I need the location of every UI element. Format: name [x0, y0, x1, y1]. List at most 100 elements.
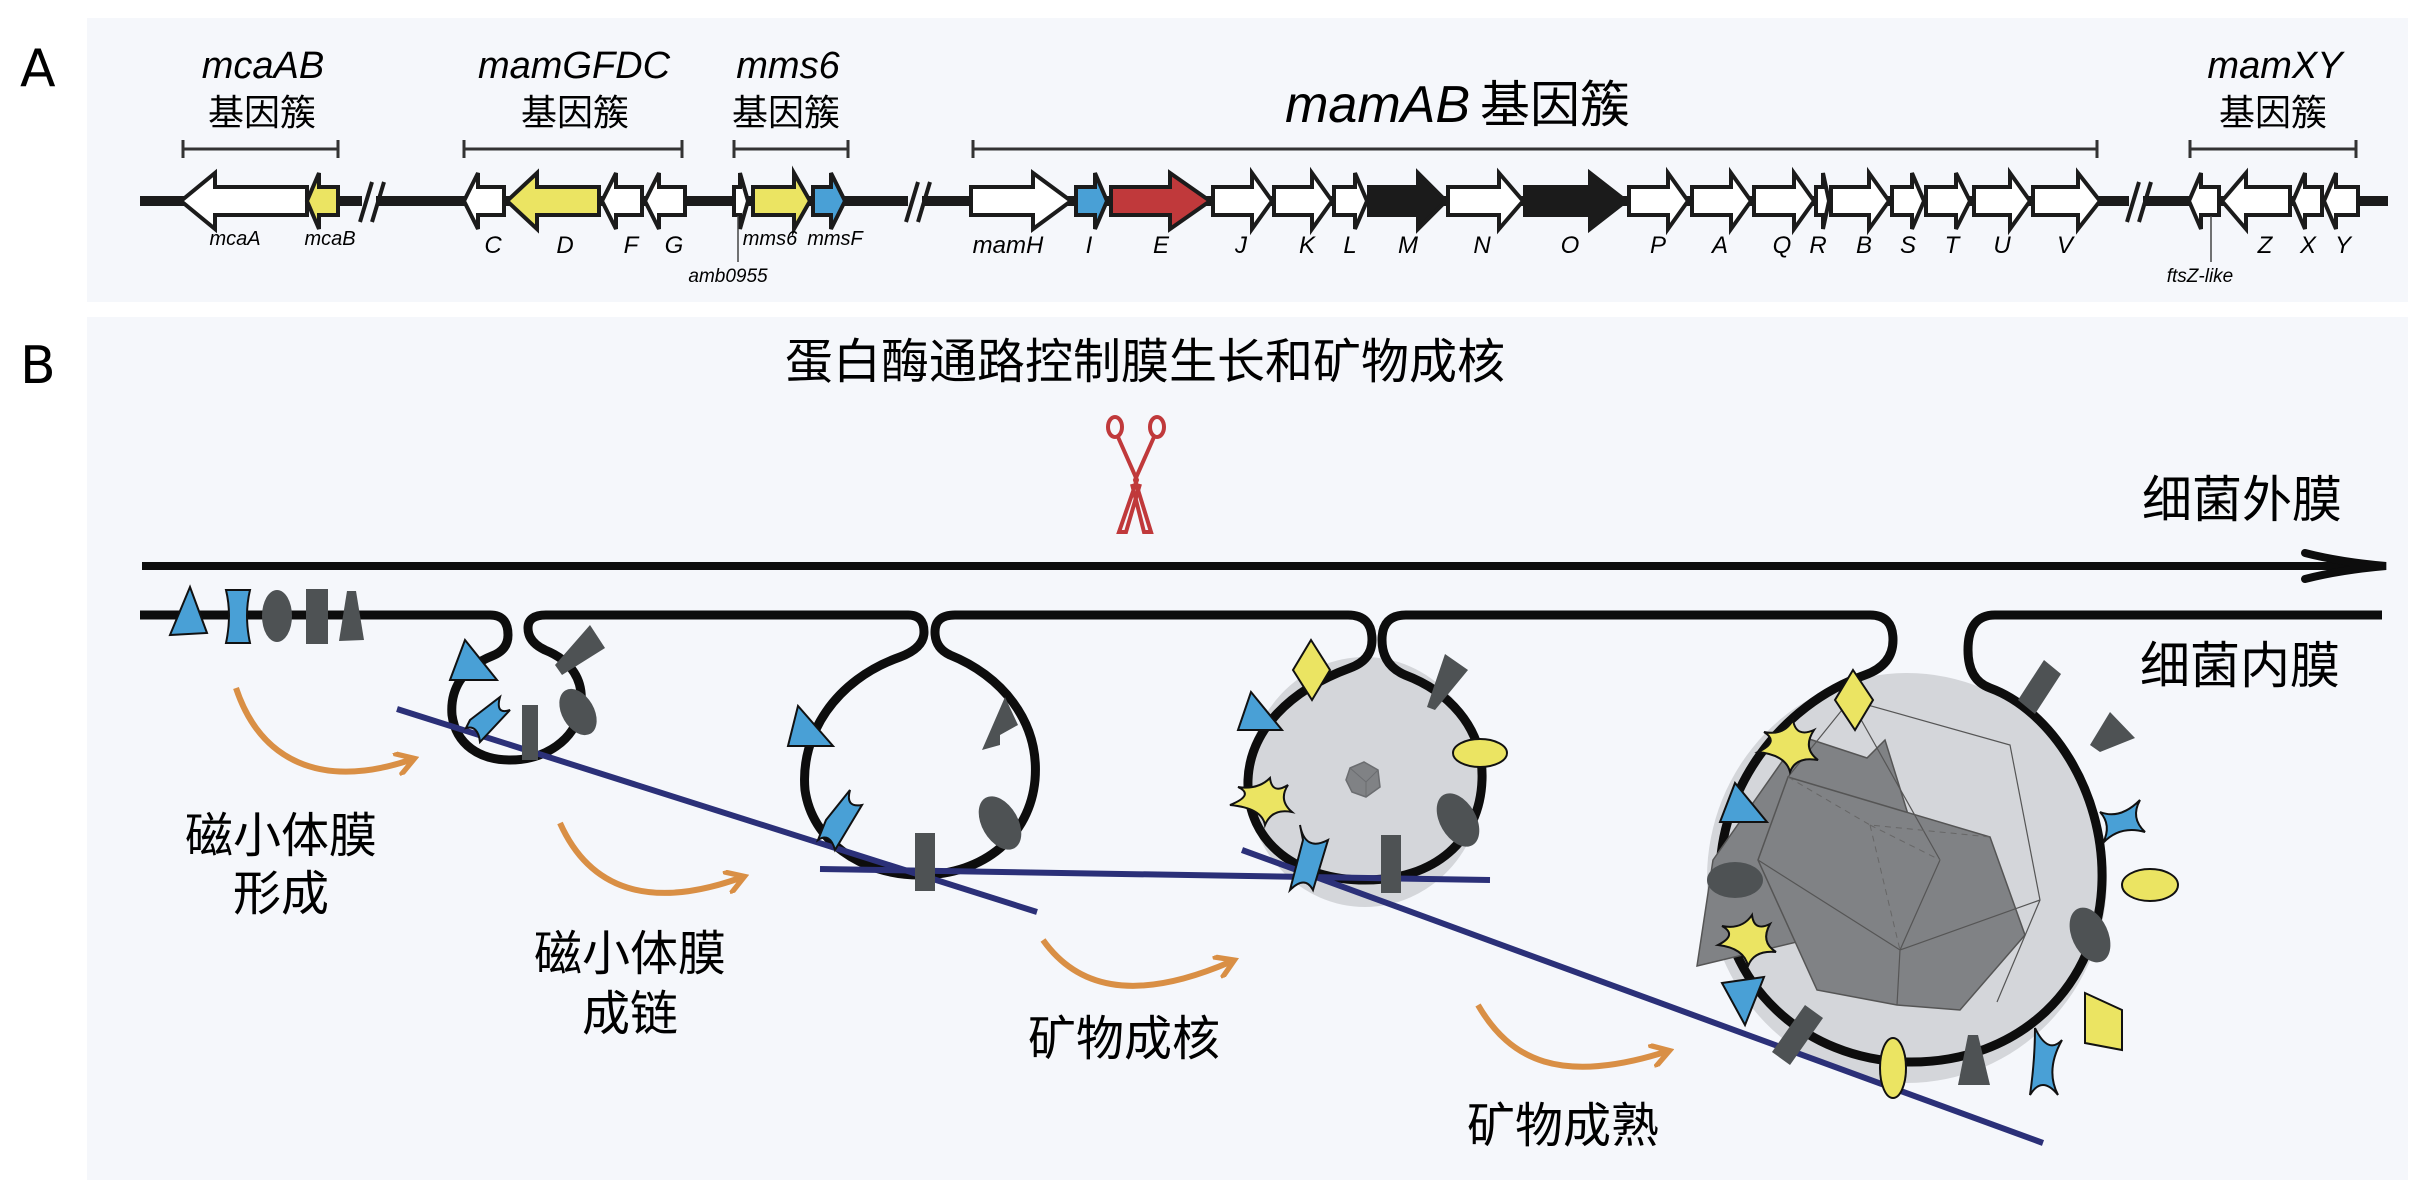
gene-label: G [665, 232, 684, 259]
gene-arrow-r [1814, 172, 1832, 230]
process-arrow [1475, 1003, 1665, 1070]
filament [1240, 847, 2045, 1146]
gene-label: P [1650, 232, 1666, 259]
gene-label: B [1856, 232, 1872, 259]
gene-label: V [2057, 232, 2075, 259]
gene-label: mms6 [743, 228, 798, 250]
cluster-mamab: mamAB 基因簇 [1285, 76, 1630, 134]
process-arrow [1040, 938, 1230, 989]
break-mark [370, 181, 386, 223]
blue-hourglass-protein [1288, 824, 1330, 894]
cluster-name: mms6 [736, 45, 840, 87]
cluster-cn-label: 基因簇 [1480, 76, 1630, 134]
gene-arrow-y [2321, 172, 2360, 230]
gene-label: ftsZ-like [2167, 266, 2234, 287]
gray-ellipse-protein [559, 688, 597, 736]
gray-ellipse-protein [262, 590, 292, 642]
blue-triangle-protein [1236, 689, 1285, 731]
step-3-label: 矿物成核 [1028, 1011, 1220, 1067]
gray-rect-protein [1381, 835, 1401, 893]
blue-triangle-protein [1718, 781, 1770, 823]
yellow-ellipse-protein [1452, 738, 1508, 768]
gene-label: amb0955 [688, 266, 768, 287]
panel-a-label: A [20, 39, 56, 99]
yellow-star-protein [1754, 717, 1819, 776]
bracket-mamab [971, 140, 2099, 158]
scissors-icon [1106, 415, 1166, 534]
gene-arrow-mcab [304, 172, 340, 230]
gene-label: K [1299, 232, 1316, 259]
cluster-cn-label: 基因簇 [208, 93, 316, 134]
gray-ellipse-protein [978, 796, 1022, 850]
gray-rect-protein [2018, 660, 2061, 714]
gene-arrow-c [461, 172, 506, 230]
gray-ellipse-protein [1436, 793, 1480, 847]
gray-rect-protein [915, 833, 935, 891]
gene-label: S [1900, 232, 1916, 259]
gray-trapezoid-protein [555, 625, 605, 675]
gene-arrow-k [1272, 166, 1335, 236]
gene-arrow-x [2290, 172, 2324, 230]
break-mark [916, 181, 932, 223]
gene-arrow-p [1627, 166, 1691, 236]
panel-b-title: 蛋白酶通路控制膜生长和矿物成核 [785, 334, 1505, 390]
bracket-mcaab [181, 140, 340, 158]
blue-hourglass-protein [2099, 799, 2146, 844]
yellow-ellipse-protein [2121, 868, 2179, 902]
process-arrow [233, 687, 410, 772]
gray-ellipse-protein [2069, 907, 2111, 963]
yellow-diamond-protein [1291, 638, 1332, 702]
gray-rect-protein [306, 589, 328, 644]
gray-rect-protein [1772, 1005, 1823, 1065]
cluster-name: mcaAB [202, 45, 324, 87]
gene-label: Q [1773, 232, 1792, 259]
gray-ellipse-protein [1707, 862, 1763, 898]
break-mark [358, 181, 374, 223]
bracket-mamgfdc [462, 140, 684, 158]
membrane-proteins [168, 584, 2179, 1099]
step-2-label-line2: 成链 [582, 986, 678, 1042]
gene-arrow-v [2031, 167, 2103, 235]
cluster-labels: mcaAB 基因簇 mamGFDC 基因簇 mms6 基因簇 mamAB 基因簇… [202, 45, 2345, 134]
process-arrows [233, 687, 1665, 1070]
blue-hourglass-protein [224, 589, 252, 644]
gene-arrow-d [504, 168, 601, 234]
gene-label: E [1153, 232, 1170, 259]
gene-label: R [1809, 232, 1826, 259]
gene-arrow-z [2219, 167, 2292, 235]
gene-arrow-u [1972, 166, 2033, 236]
break-mark [904, 181, 920, 223]
mature-crystal [1696, 699, 2041, 1011]
gene-label: U [1993, 232, 2011, 259]
gene-arrow-l [1332, 172, 1370, 230]
cluster-brackets [181, 140, 2358, 158]
gene-label: F [624, 232, 640, 259]
gene-label: mamH [973, 232, 1044, 259]
gene-label: Z [2257, 232, 2274, 259]
gene-label: I [1086, 232, 1093, 259]
cluster-mcaab: mcaAB 基因簇 [202, 45, 324, 134]
cluster-mamxy: mamXY 基因簇 [2207, 45, 2345, 134]
step-1-label-line1: 磁小体膜 [185, 808, 377, 864]
blue-triangle-protein [168, 584, 209, 637]
bracket-mms6 [732, 140, 850, 158]
break-mark [2137, 181, 2153, 223]
yellow-star-protein [1229, 775, 1296, 829]
gene-arrow-g [642, 172, 687, 230]
break-mark [2125, 181, 2141, 223]
gene-label: D [556, 232, 573, 259]
blue-triangle-protein [448, 638, 500, 681]
cluster-name: mamGFDC [478, 45, 671, 87]
blue-hourglass-protein [815, 789, 864, 853]
gene-arrow-i [1074, 172, 1110, 230]
outer-membrane-arrowhead [2301, 549, 2387, 583]
gene-label: Y [2335, 232, 2353, 259]
gray-trapezoid-protein [982, 697, 1018, 750]
panel-a-background [87, 18, 2408, 302]
yellow-diamond-protein [1833, 668, 1875, 732]
step-4-label: 矿物成熟 [1467, 1098, 1659, 1154]
gene-label: mcaB [304, 228, 355, 250]
inner-membrane-label: 细菌内膜 [2140, 637, 2340, 695]
